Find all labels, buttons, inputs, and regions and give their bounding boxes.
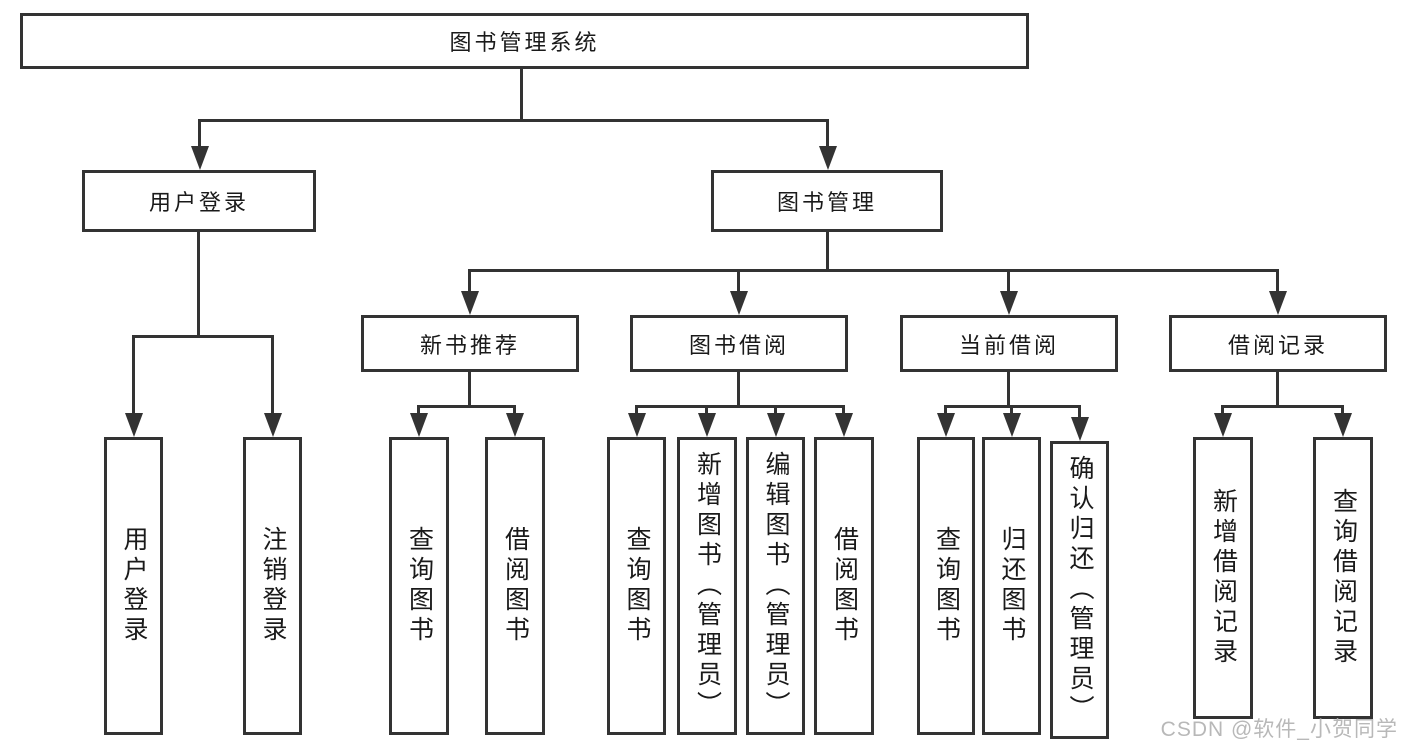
node-borrow-books-2: 借阅图书 [814,437,874,735]
arrow-down-to-add-borrow-record [1221,405,1224,413]
node-add-books-admin-label: 新增图书（管理员） [693,451,722,721]
node-user-login: 用户登录 [82,170,316,232]
node-book-management-label: 图书管理 [776,190,877,215]
node-borrow-records-label: 借阅记录 [1227,332,1328,358]
connector-book-management-stem [826,232,829,272]
connector-new-book-recommend-stem [468,372,471,408]
node-current-borrow: 当前借阅 [900,315,1118,372]
node-query-books-3-label: 查询图书 [932,526,961,646]
node-book-management: 图书管理 [711,170,943,232]
arrow-down-to-query-borrow-record [1341,405,1344,413]
connector-root-branch [198,119,829,122]
watermark-csdn: CSDN @软件_小贺同学 [1160,718,1398,741]
node-add-books-admin: 新增图书（管理员） [677,437,737,735]
node-book-borrow-label: 图书借阅 [688,332,789,358]
node-confirm-return-admin-label: 确认归还（管理员） [1066,455,1094,725]
node-borrow-books-1: 借阅图书 [485,437,545,735]
arrow-down-to-add-books-admin [705,405,708,413]
node-library-system: 图书管理系统 [20,13,1029,69]
node-borrow-books-2-label: 借阅图书 [830,526,859,646]
connector-user-login-branch [132,335,274,338]
connector-borrow-records-stem [1276,372,1279,408]
connector-new-book-recommend-branch [418,405,516,408]
arrow-down-to-return-books [1010,405,1013,413]
arrow-down-to-confirm-return-admin [1078,405,1081,417]
node-query-books-3: 查询图书 [917,437,975,735]
node-return-books-label: 归还图书 [998,526,1026,646]
arrow-down-to-book-borrow [737,269,740,291]
node-query-borrow-record-label: 查询借阅记录 [1329,488,1358,668]
node-logout-leaf: 注销登录 [243,437,302,735]
node-query-books-1: 查询图书 [389,437,449,735]
arrow-down-to-borrow-records [1276,269,1279,291]
connector-book-borrow-branch [635,405,845,408]
connector-current-borrow-stem [1007,372,1010,408]
node-user-login-leaf: 用户登录 [104,437,163,735]
node-add-borrow-record: 新增借阅记录 [1193,437,1253,719]
connector-user-login-stem [197,232,200,338]
node-library-system-label: 图书管理系统 [449,30,600,55]
node-query-books-1-label: 查询图书 [405,526,434,646]
arrow-down-to-user-login [198,119,201,146]
connector-book-management-branch [469,269,1279,272]
arrow-down-to-query-books-1 [417,405,420,413]
node-user-login-label: 用户登录 [148,190,249,215]
arrow-down-to-user-login-leaf [132,335,135,413]
arrow-down-to-logout-leaf [271,335,274,413]
node-new-book-recommend-label: 新书推荐 [419,332,520,358]
node-add-borrow-record-label: 新增借阅记录 [1209,488,1238,668]
node-query-borrow-record: 查询借阅记录 [1313,437,1373,719]
node-book-borrow: 图书借阅 [630,315,848,372]
node-confirm-return-admin: 确认归还（管理员） [1050,441,1109,739]
node-query-books-2-label: 查询图书 [623,526,651,646]
node-logout-leaf-label: 注销登录 [259,526,287,646]
node-return-books: 归还图书 [982,437,1041,735]
connector-root-stem [520,69,523,122]
node-user-login-leaf-label: 用户登录 [120,526,148,646]
arrow-down-to-query-books-3 [944,405,947,413]
node-edit-books-admin: 编辑图书（管理员） [746,437,805,735]
arrow-down-to-new-book-recommend [468,269,471,291]
arrow-down-to-query-books-2 [635,405,638,413]
arrow-down-to-edit-books-admin [774,405,777,413]
arrow-down-to-borrow-books-1 [513,405,516,413]
node-borrow-books-1-label: 借阅图书 [501,526,530,646]
arrow-down-to-book-management [826,119,829,146]
node-new-book-recommend: 新书推荐 [361,315,579,372]
arrow-down-to-current-borrow [1007,269,1010,291]
connector-borrow-records-branch [1222,405,1344,408]
connector-book-borrow-stem [737,372,740,408]
arrow-down-to-borrow-books-2 [842,405,845,413]
node-edit-books-admin-label: 编辑图书（管理员） [762,451,790,721]
node-current-borrow-label: 当前借阅 [958,332,1059,358]
node-borrow-records: 借阅记录 [1169,315,1387,372]
node-query-books-2: 查询图书 [607,437,666,735]
